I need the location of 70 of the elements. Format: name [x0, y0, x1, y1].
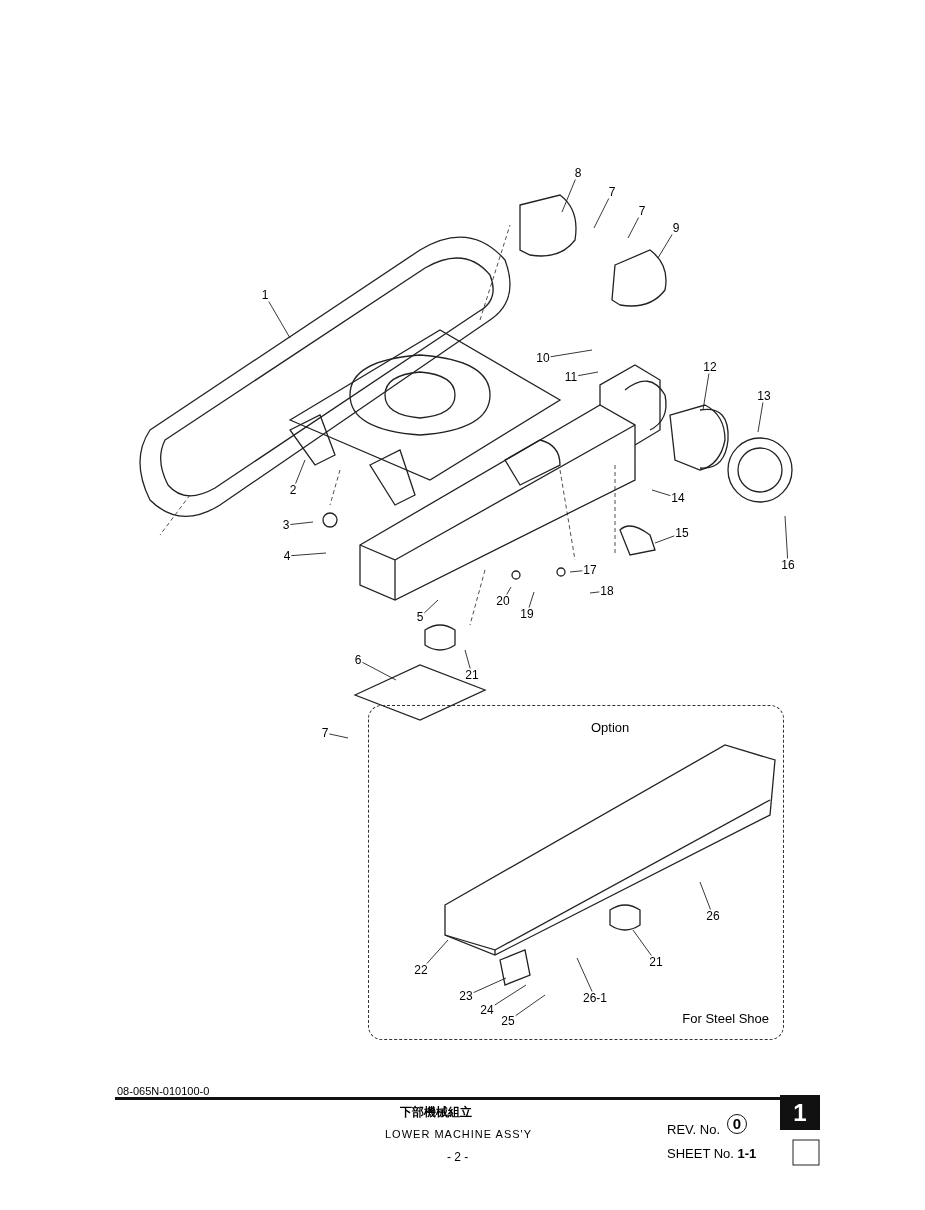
leader-line — [654, 535, 675, 544]
leader-line — [757, 402, 764, 433]
leader-line — [290, 552, 327, 557]
callout-number: 24 — [479, 1003, 495, 1017]
callout-number: 9 — [671, 221, 681, 235]
callout-number: 25 — [500, 1014, 516, 1028]
sheet-number: SHEET No. 1-1 — [667, 1146, 757, 1161]
callout-number: 2 — [288, 483, 298, 497]
callout-number: 12 — [702, 360, 718, 374]
leader-line — [699, 881, 711, 910]
drawing-number: 08-065N-010100-0 — [117, 1085, 210, 1097]
group-note: For Steel Shoe — [682, 1011, 769, 1026]
leader-line — [528, 591, 535, 608]
callout-number: 16 — [780, 558, 796, 572]
callout-number: 10 — [535, 351, 551, 365]
callout-number: 7 — [637, 204, 647, 218]
callout-number: 5 — [415, 610, 425, 624]
callout-number: 4 — [282, 549, 292, 563]
callout-number: 17 — [582, 563, 598, 577]
callout-number: 21 — [464, 668, 480, 682]
leader-line — [494, 984, 527, 1006]
leader-line — [426, 939, 449, 964]
leader-line — [702, 373, 710, 411]
callout-number: 15 — [674, 526, 690, 540]
section-number: 1 — [780, 1095, 820, 1130]
group-heading: Option — [591, 720, 630, 735]
callout-number: 3 — [281, 518, 291, 532]
callout-number: 8 — [573, 166, 583, 180]
callout-number: 23 — [458, 989, 474, 1003]
leader-line — [561, 179, 576, 213]
callout-number: 19 — [519, 607, 535, 621]
callout-number: 13 — [756, 389, 772, 403]
leader-line — [295, 459, 306, 484]
leader-line — [268, 301, 291, 339]
drawing-title: LOWER MACHINE ASS'Y — [385, 1128, 532, 1140]
callout-number: 7 — [320, 726, 330, 740]
leader-line — [464, 649, 471, 669]
callout-number: 6 — [353, 653, 363, 667]
callout-number: 26 — [705, 909, 721, 923]
leader-line — [289, 521, 314, 525]
callout-number: 26-1 — [582, 991, 608, 1005]
leader-line — [569, 570, 583, 573]
callout-number: 18 — [599, 584, 615, 598]
callout-number: 7 — [607, 185, 617, 199]
leader-line — [627, 217, 640, 239]
leader-line — [506, 586, 512, 595]
leader-line — [361, 661, 397, 681]
leader-line — [473, 977, 507, 993]
leader-line — [657, 234, 673, 259]
leader-line — [328, 733, 349, 739]
option-area-frame — [368, 705, 784, 1040]
leader-line — [550, 349, 593, 358]
callout-number: 20 — [495, 594, 511, 608]
callout-number: 22 — [413, 963, 429, 977]
leader-line — [651, 489, 671, 497]
leader-line — [577, 371, 599, 377]
japanese-title: 下部機械組立 — [400, 1104, 472, 1121]
revision-label: REV. No. — [667, 1122, 720, 1137]
callout-number: 11 — [563, 370, 579, 384]
leader-line — [784, 515, 789, 559]
leader-line — [589, 591, 600, 594]
leader-line — [593, 198, 610, 229]
page-number: - 2 - — [447, 1150, 469, 1164]
leader-line — [632, 929, 652, 956]
callout-number: 14 — [670, 491, 686, 505]
leader-line — [423, 599, 439, 614]
leader-line — [515, 994, 546, 1017]
callout-number: 1 — [260, 288, 270, 302]
leader-line — [576, 957, 593, 992]
callout-number: 21 — [648, 955, 664, 969]
